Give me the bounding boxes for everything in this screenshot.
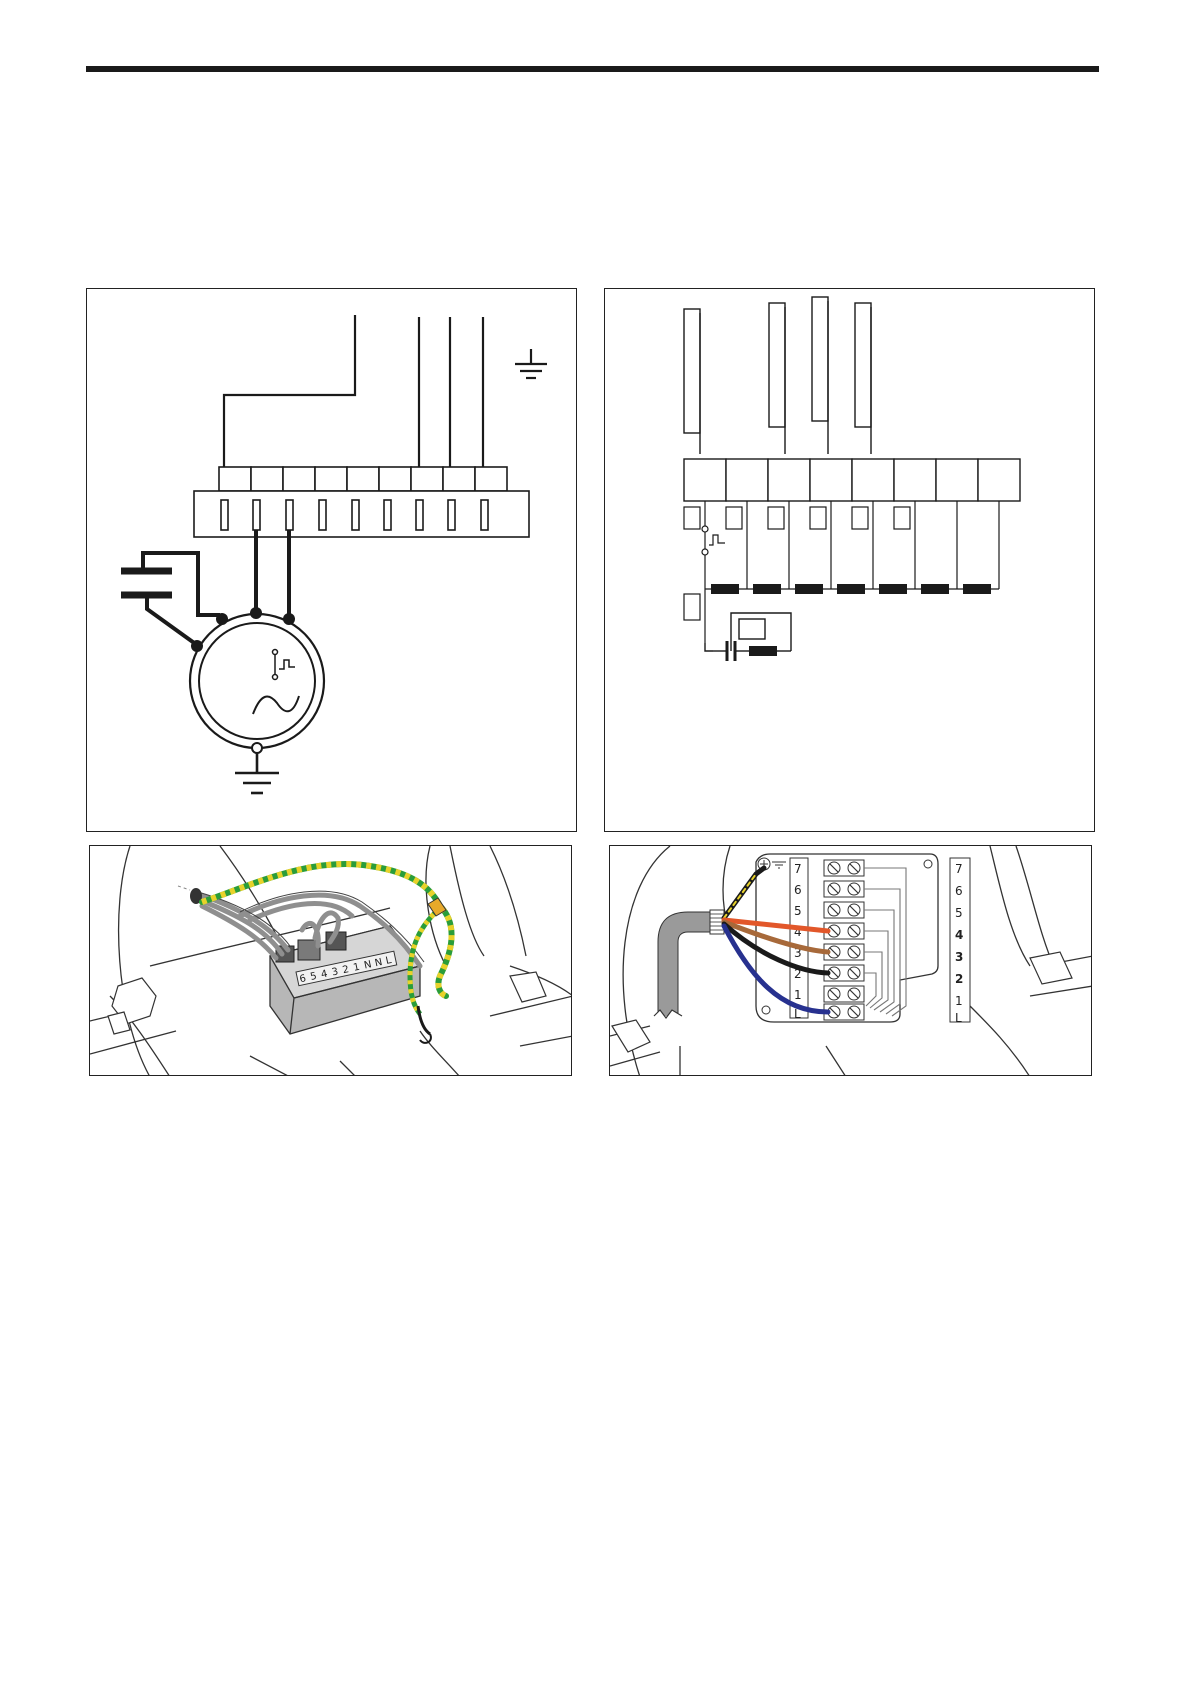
terminal-right-label-l: L [955,1011,962,1025]
terminal-block [194,491,529,537]
capacitor-load [705,613,791,661]
motor-wiring-schematic [86,288,577,832]
header-rule [86,66,1099,72]
load-resistor [749,646,777,656]
terminal-header-row [219,467,507,491]
motor-node-3 [250,607,262,619]
terminal-right-label-1: 1 [955,994,963,1008]
resistor-chain [711,584,991,594]
terminal-left-label-5: 5 [794,904,802,918]
terminal-right-label-3: 3 [955,950,963,964]
controller-schematic-svg [605,289,1095,832]
clip-left [612,1020,650,1052]
terminal-left-label-7: 7 [794,862,802,876]
motor-node-1 [191,640,203,652]
earth-symbol-motor [235,753,279,793]
motor [190,607,324,793]
connector-tall-2 [769,303,785,427]
controller-schematic [604,288,1095,832]
terminal-wiring-svg: 7 6 5 4 3 2 1 L [610,846,1092,1076]
terminal-right-label-5: 5 [955,906,963,920]
connector-tall-4 [855,303,871,427]
terminal-wiring-illustration: 7 6 5 4 3 2 1 L [609,845,1092,1076]
motor-leads [256,530,289,619]
terminal-right-label-7: 7 [955,862,963,876]
fan-connector-svg: 6 5 4 3 2 1 N N L [90,846,572,1076]
connector-tall-3 [812,297,828,421]
terminal-left-label-1: 1 [794,988,802,1002]
connector-tall-1 [684,309,700,433]
clip-right [510,972,546,1002]
earth-symbol-top [515,349,547,378]
motor-node-4 [283,613,295,625]
fan-connector-illustration: 6 5 4 3 2 1 N N L [89,845,572,1076]
controller-terminal-row [684,459,1020,501]
terminal-right-label-6: 6 [955,884,963,898]
terminal-right-label-2: 2 [955,972,963,986]
clip-left [108,978,156,1034]
clip-right [1030,952,1072,984]
capacitor [121,553,220,645]
motor-node-2 [216,613,228,625]
terminal-right-label-4: 4 [955,928,963,942]
motor-schematic-svg [87,289,577,832]
terminal-left-label-6: 6 [794,883,802,897]
main-cable [668,922,718,1016]
